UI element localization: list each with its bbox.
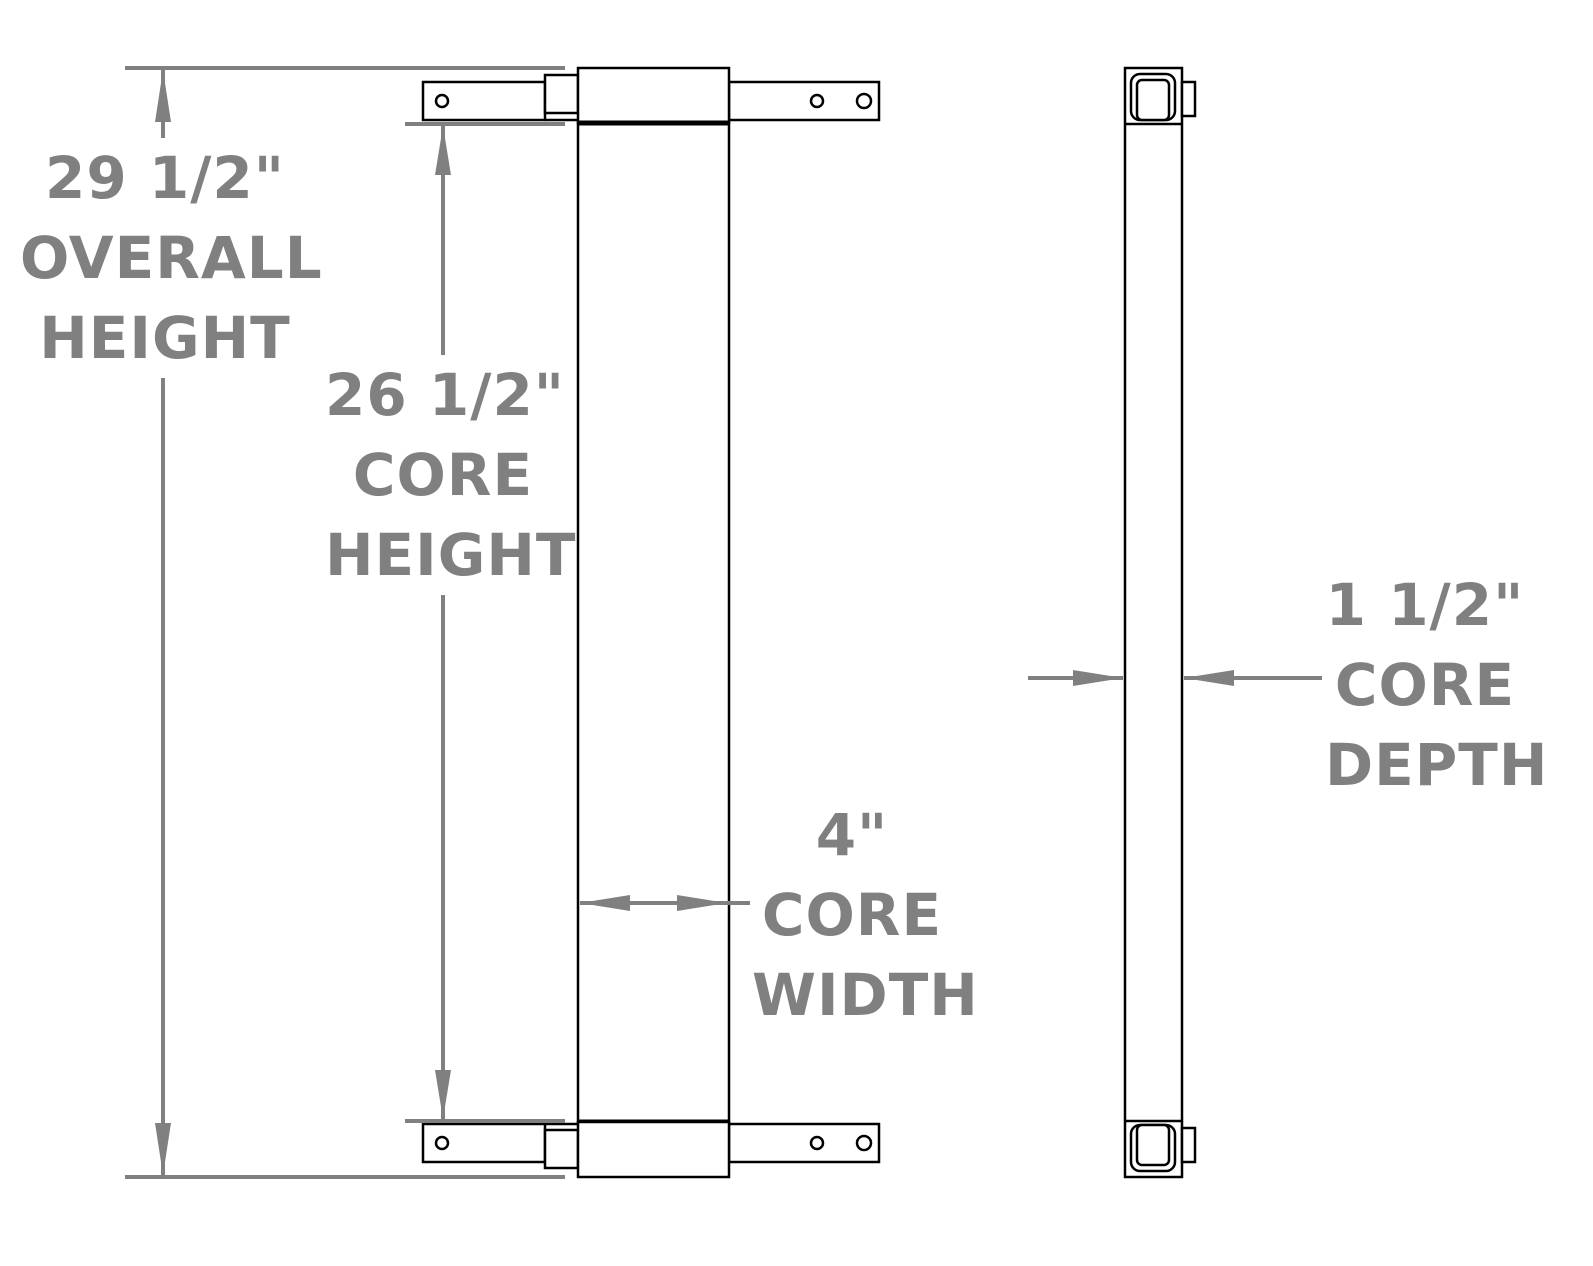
arrowhead [435, 1070, 451, 1119]
arrowhead [155, 70, 171, 122]
core-depth-value: 1 1/2" [1325, 571, 1525, 639]
side-core [1123, 66, 1184, 1179]
core-height-value: 26 1/2" [325, 361, 566, 429]
arrowhead [155, 1123, 171, 1175]
mounting-hole [809, 1135, 825, 1151]
overall-height-label: 29 1/2" OVERALL HEIGHT [20, 138, 322, 378]
core-width-value: 4" [815, 801, 889, 869]
arrowhead [435, 126, 451, 175]
front-view [421, 66, 881, 1179]
core [576, 121, 731, 1124]
core-height-label: 26 1/2" CORE HEIGHT [325, 355, 575, 595]
mounting-hole [855, 1134, 873, 1152]
side-top-fitting [1180, 80, 1197, 118]
mounting-hole [809, 93, 825, 109]
arrowhead [580, 895, 630, 911]
top-left-fitting [543, 73, 580, 115]
arrowhead [677, 895, 727, 911]
arrowhead [1184, 670, 1234, 686]
top-tank [576, 66, 731, 125]
bottom-tank [576, 1120, 731, 1179]
arrowhead [1073, 670, 1123, 686]
bottom-left-fitting [543, 1128, 580, 1170]
core-width-label: 4" CORE WIDTH [752, 795, 978, 1035]
side-bottom-fitting [1180, 1126, 1197, 1164]
side-view [1123, 66, 1197, 1179]
core-depth-label: 1 1/2" CORE DEPTH [1325, 565, 1547, 805]
mounting-hole [434, 93, 450, 109]
overall-height-value: 29 1/2" [44, 144, 286, 212]
mounting-hole [855, 92, 873, 110]
mounting-hole [434, 1135, 450, 1151]
bottom-right-mounting-bracket [727, 1122, 881, 1164]
